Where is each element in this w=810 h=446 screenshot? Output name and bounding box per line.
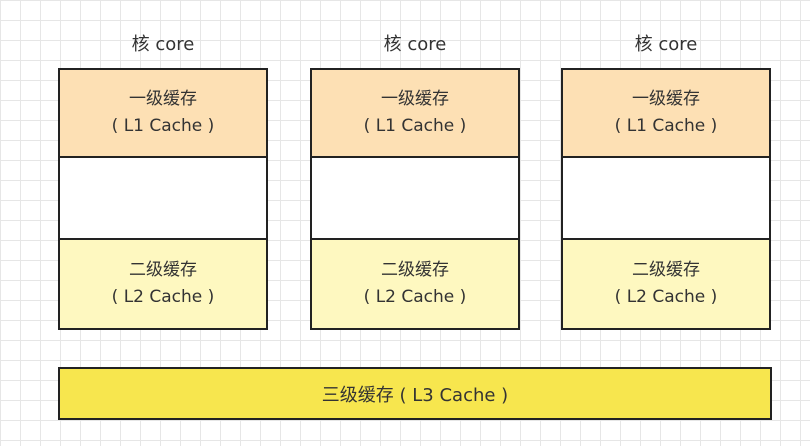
l2-cache-block: 二级缓存 ( L2 Cache ) — [60, 240, 266, 328]
l1-cache-title: 一级缓存 — [129, 89, 197, 109]
cpu-core-2: 核 core 一级缓存 ( L1 Cache ) 二级缓存 ( L2 Cache… — [310, 30, 520, 330]
l2-cache-title: 二级缓存 — [129, 260, 197, 280]
core-box: 一级缓存 ( L1 Cache ) 二级缓存 ( L2 Cache ) — [310, 68, 520, 330]
core-label: 核 core — [131, 34, 195, 55]
l3-cache-label: 三级缓存 ( L3 Cache ) — [321, 384, 509, 406]
l1-cache-block: 一级缓存 ( L1 Cache ) — [312, 70, 518, 158]
l2-cache-subtitle: ( L2 Cache ) — [111, 287, 215, 307]
l2-cache-block: 二级缓存 ( L2 Cache ) — [563, 240, 769, 328]
l2-cache-subtitle: ( L2 Cache ) — [614, 287, 718, 307]
core-box: 一级缓存 ( L1 Cache ) 二级缓存 ( L2 Cache ) — [58, 68, 268, 330]
core-empty-section — [312, 158, 518, 240]
l2-cache-block: 二级缓存 ( L2 Cache ) — [312, 240, 518, 328]
core-box: 一级缓存 ( L1 Cache ) 二级缓存 ( L2 Cache ) — [561, 68, 771, 330]
cpu-core-3: 核 core 一级缓存 ( L1 Cache ) 二级缓存 ( L2 Cache… — [561, 30, 771, 330]
l1-cache-subtitle: ( L1 Cache ) — [111, 116, 215, 136]
l1-cache-subtitle: ( L1 Cache ) — [614, 116, 718, 136]
l1-cache-title: 一级缓存 — [381, 89, 449, 109]
l1-cache-subtitle: ( L1 Cache ) — [363, 116, 467, 136]
l1-cache-title: 一级缓存 — [632, 89, 700, 109]
core-label: 核 core — [634, 34, 698, 55]
core-label: 核 core — [383, 34, 447, 55]
l2-cache-title: 二级缓存 — [381, 260, 449, 280]
l2-cache-title: 二级缓存 — [632, 260, 700, 280]
cpu-core-1: 核 core 一级缓存 ( L1 Cache ) 二级缓存 ( L2 Cache… — [58, 30, 268, 330]
l2-cache-subtitle: ( L2 Cache ) — [363, 287, 467, 307]
core-empty-section — [563, 158, 769, 240]
l1-cache-block: 一级缓存 ( L1 Cache ) — [60, 70, 266, 158]
core-empty-section — [60, 158, 266, 240]
l3-cache-block: 三级缓存 ( L3 Cache ) — [58, 367, 772, 420]
l1-cache-block: 一级缓存 ( L1 Cache ) — [563, 70, 769, 158]
